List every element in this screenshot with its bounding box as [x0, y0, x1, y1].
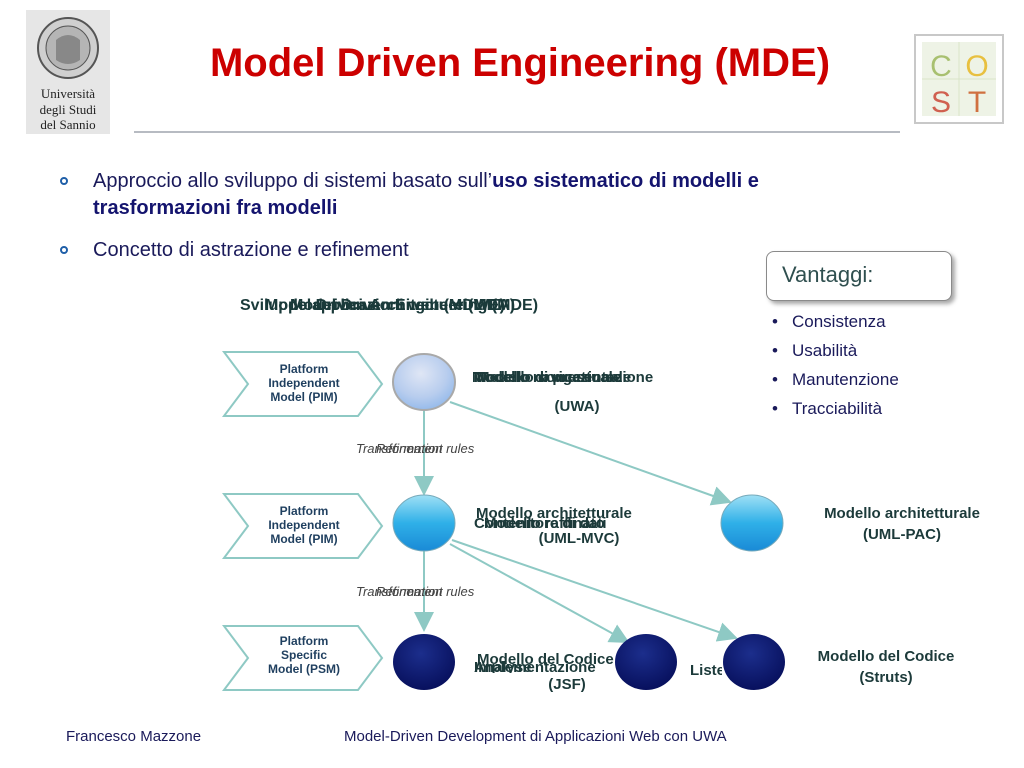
footer-talk-title: Model-Driven Development di Applicazioni… [344, 728, 727, 745]
cost-letter-t: T [968, 86, 986, 119]
psm1-label-frame: Modello del Codice [477, 651, 614, 668]
vantaggi-item: Manutenzione [772, 365, 899, 394]
chevron-psm-label: Platform Specific Model (PSM) [250, 634, 358, 676]
vantaggi-list: Consistenza Usabilità Manutenzione Tracc… [772, 307, 899, 423]
title-divider [134, 131, 900, 133]
pim2-label-frame: Modello raffinato [484, 515, 605, 532]
pim-node-pac [720, 494, 784, 552]
pim-node-2 [392, 494, 456, 552]
refinement-label-2: Refinement [376, 584, 443, 599]
university-line-2: degli Studi [40, 102, 97, 117]
bullet-1-bold-2: trasformazioni fra modelli [93, 197, 338, 219]
psm2-label-frame: Listener [690, 662, 722, 679]
refinement-label-1: Refinement [376, 441, 443, 456]
pim1-label-line2: (UWA) [554, 398, 600, 415]
cost-logo: C O S T [914, 34, 1004, 124]
pim1-label: Modello concettuale Modello navigazional… [472, 367, 692, 391]
chevron-line: Specific [280, 648, 328, 662]
bullet-1-text: Approccio allo sviluppo di sistemi basat… [93, 170, 493, 192]
university-logo: Università degli Studi del Sannio [26, 10, 110, 134]
transformation-label-2: Transformation rules [356, 584, 475, 599]
diagram-heading: Sviluppo applicazioni web (MDWE) Model D… [230, 296, 660, 320]
diagram-heading-frame: Model Driven Architecture (MDA) [265, 297, 516, 314]
chevron-pim-2-label: Platform Independent Model (PIM) [250, 504, 358, 546]
chevron-pim-1-label: Platform Independent Model (PIM) [250, 362, 358, 404]
vantaggi-title: Vantaggi: [782, 262, 874, 287]
vantaggi-box [766, 251, 952, 301]
chevron-line: Independent [268, 518, 340, 532]
diagram-heading-frame: Model Driven Engineering (MDE) [290, 297, 539, 314]
psm1-label-frame: Implementazione [474, 659, 596, 673]
pim1-label-frame: Modello di presentazione [474, 369, 654, 386]
chevron-line: Model (PSM) [268, 662, 340, 676]
psm2-label: Listener [690, 660, 722, 684]
pim2-label-frame: Modello architetturale [476, 505, 632, 522]
chevron-line: Model (PIM) [270, 532, 338, 546]
chevron-pim-1 [222, 351, 384, 417]
pim2-label-line2: (UML-MVC) [538, 530, 620, 547]
university-line-1: Università [41, 86, 95, 101]
slide-title: Model Driven Engineering (MDE) [209, 41, 831, 85]
pim2-label: Modello architetturale Contenitore di da… [474, 503, 694, 532]
chevron-psm [222, 625, 384, 691]
pac-label: Modello architetturale (UML-PAC) [792, 503, 1012, 545]
psm-node-1 [393, 634, 455, 690]
psm1-label-frame: Analyse [474, 659, 532, 673]
arrow-pim1-to-pac [449, 401, 732, 506]
chevron-line: Platform [279, 362, 329, 376]
cost-letter-o: O [965, 50, 988, 83]
psm-node-3 [723, 634, 785, 690]
pac-label-line1: Modello architetturale [824, 505, 980, 522]
vantaggi-item: Consistenza [772, 307, 899, 336]
bullet-2: Concetto di astrazione e refinement [60, 237, 950, 264]
cost-letter-s: S [931, 86, 951, 119]
chevron-line: Platform [279, 504, 329, 518]
chevron-line: Platform [279, 634, 329, 648]
bullet-2-text: Concetto di astrazione e refinement [93, 239, 409, 261]
psm3-label-line1: Modello del Codice [817, 648, 955, 665]
vantaggi-item: Tracciabilità [772, 394, 899, 423]
psm1-label: Modello del Codice Implementazione Analy… [474, 649, 614, 673]
bullet-1: Approccio allo sviluppo di sistemi basat… [60, 168, 950, 222]
cost-letter-c: C [930, 50, 952, 83]
psm3-label: Modello del Codice (Struts) [796, 646, 976, 688]
pim1-label-frame: Modello navigazionale [472, 369, 632, 386]
chevron-line: Independent [268, 376, 340, 390]
psm3-label-line2: (Struts) [859, 669, 913, 686]
psm1-label-line2: (JSF) [548, 676, 586, 693]
university-line-3: del Sannio [40, 117, 95, 132]
bullet-ring-icon [60, 177, 68, 185]
bullet-1-bold-1: uso sistematico di modelli e [492, 170, 759, 192]
pim-node-1 [392, 353, 456, 411]
psm-node-2 [615, 634, 677, 690]
vantaggi-item: Usabilità [772, 336, 899, 365]
footer-author: Francesco Mazzone [66, 728, 202, 745]
bullet-ring-icon [60, 246, 68, 254]
pac-label-line2: (UML-PAC) [862, 526, 942, 543]
diagram-heading-frame: Sviluppo applicazioni web (MDWE) [240, 297, 505, 314]
transformation-label-1: Transformation rules [356, 441, 475, 456]
pim1-label-frame: Modello concettuale [477, 369, 622, 386]
chevron-line: Model (PIM) [270, 390, 338, 404]
chevron-pim-2 [222, 493, 384, 559]
arrow-pim2-to-psm3 [451, 539, 738, 642]
arrow-pim2-to-psm2 [449, 543, 630, 643]
pim2-label-frame: Contenitore di dati [474, 515, 607, 532]
